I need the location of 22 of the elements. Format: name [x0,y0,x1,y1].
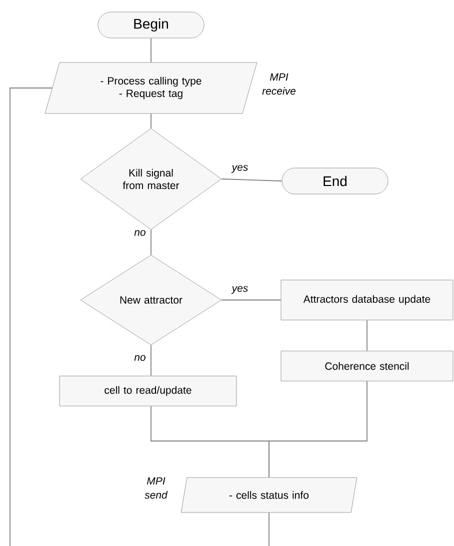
edge-label: yes [230,285,250,295]
edge-label: yes [230,164,250,174]
side-note: MPI send [144,477,168,499]
connector-line [268,380,368,478]
output-parallelogram: - cells status info [180,477,358,513]
edge-label: no [133,229,147,237]
process-box: Coherence stencil [280,350,454,382]
connector-line [10,88,53,546]
side-note: MPI receive [262,73,296,95]
edge-label: no [133,354,147,362]
input-parallelogram: - Process calling type - Request tag [44,62,258,114]
connector-line [150,38,152,63]
process-box: Attractors database update [280,280,454,320]
connector-line [150,344,152,376]
process-box: cell to read/update [59,376,237,406]
connector-line [366,320,368,352]
terminal-box: End [282,168,388,194]
connector-line [150,229,152,256]
connector-line [150,113,152,129]
connector-line [221,178,282,182]
connector-line [268,512,270,546]
terminal-box: Begin [98,12,204,38]
